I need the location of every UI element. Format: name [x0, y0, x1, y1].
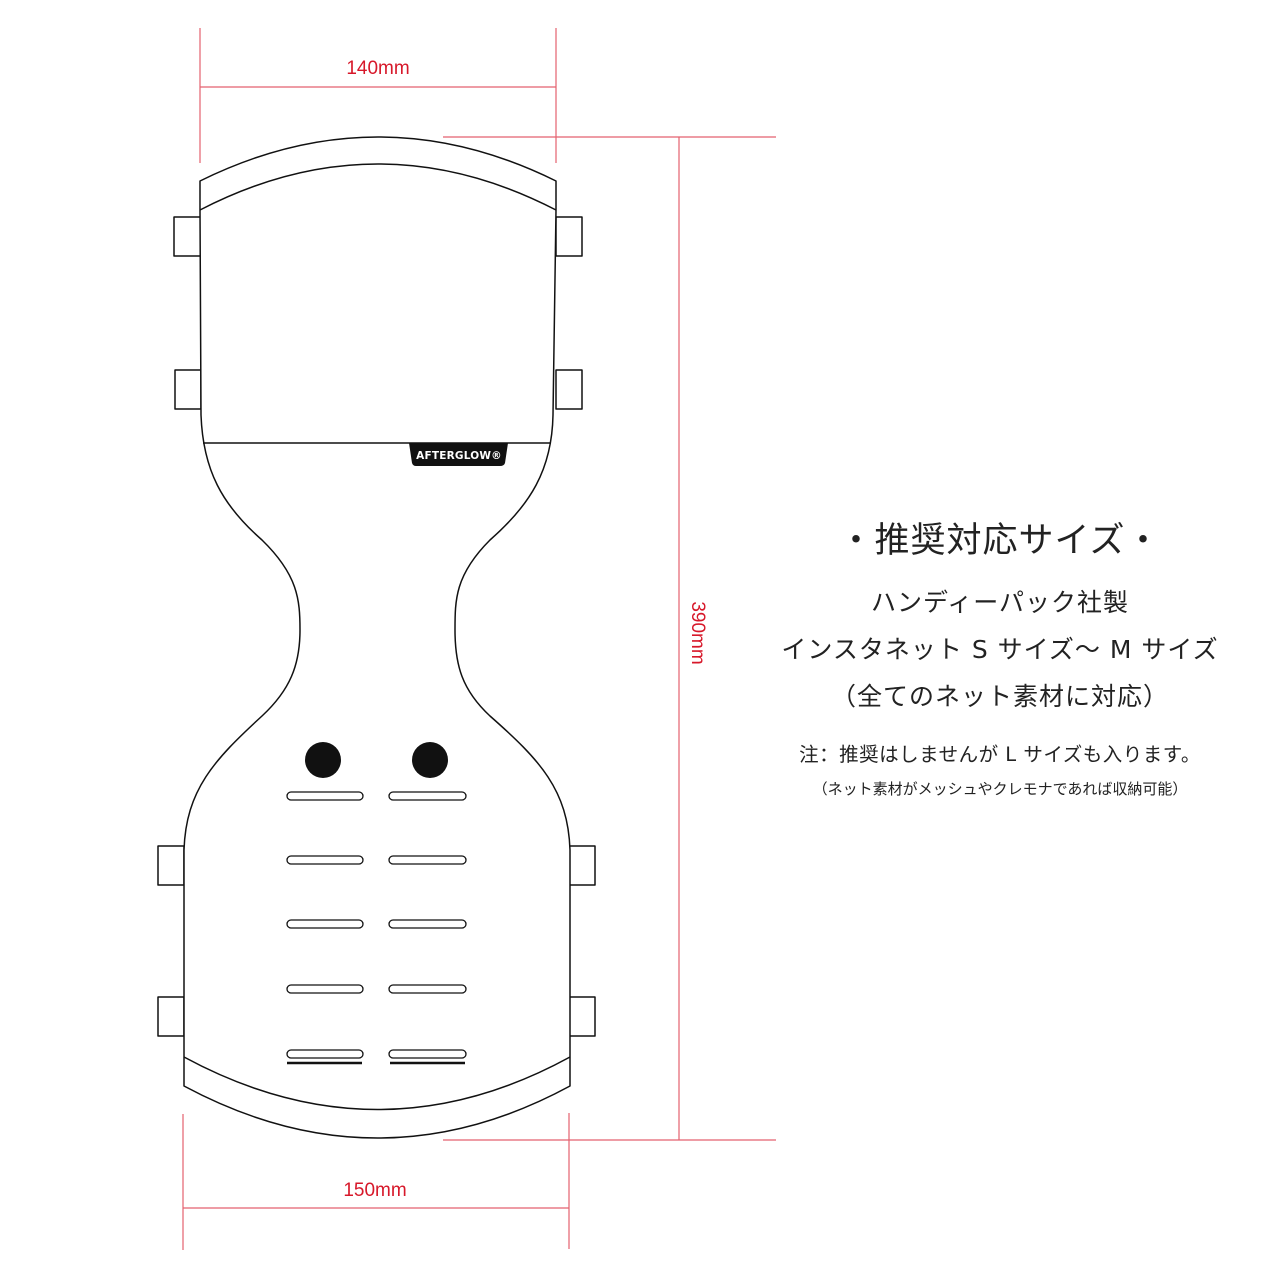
hole-left: [305, 742, 341, 778]
info-sub-note: （ネット素材がメッシュやクレモナであれば収納可能）: [812, 780, 1188, 798]
info-line-size-range: インスタネット S サイズ〜 M サイズ: [781, 635, 1219, 664]
afterglow-logo-badge: AFTERGLOW®: [409, 443, 508, 466]
bottom-band-curve: [183, 1056, 571, 1111]
slot-left-5: [286, 1049, 364, 1059]
slots: [286, 791, 467, 1059]
dimension-lines: [182, 28, 776, 1250]
product-outline: [157, 136, 596, 1139]
hole-right: [412, 742, 448, 778]
logo-badge-shape: [409, 443, 508, 466]
top-width-label: 140mm: [346, 58, 409, 79]
info-line-materials: （全てのネット素材に対応）: [830, 682, 1169, 711]
slot-left-3: [286, 919, 364, 929]
slot-left-2: [286, 855, 364, 865]
slot-right-3: [388, 919, 467, 929]
tab-bottom-right-1: [568, 845, 596, 886]
slot-right-5: [388, 1049, 467, 1059]
tab-bottom-right-2: [568, 996, 596, 1037]
height-label: 390mm: [687, 601, 708, 664]
tab-top-right-1: [555, 216, 583, 257]
info-title: ・推奨対応サイズ・: [838, 521, 1162, 561]
info-line-maker: ハンディーパック社製: [870, 588, 1129, 617]
tab-top-left-2: [174, 369, 202, 410]
slot-right-1: [388, 791, 467, 801]
slot-right-2: [388, 855, 467, 865]
slot-right-4: [388, 984, 467, 994]
info-note: 注：推奨はしませんが L サイズも入ります。: [799, 743, 1201, 766]
top-band-curve: [199, 163, 557, 211]
tab-top-right-2: [555, 369, 583, 410]
slot-left-1: [286, 791, 364, 801]
tab-top-left-1: [173, 216, 202, 257]
tab-bottom-left-2: [157, 996, 185, 1037]
logo-text: AFTERGLOW®: [416, 450, 502, 462]
body-outline: [183, 136, 571, 1139]
bottom-width-label: 150mm: [343, 1180, 406, 1201]
tab-bottom-left-1: [157, 845, 185, 886]
slot-left-4: [286, 984, 364, 994]
